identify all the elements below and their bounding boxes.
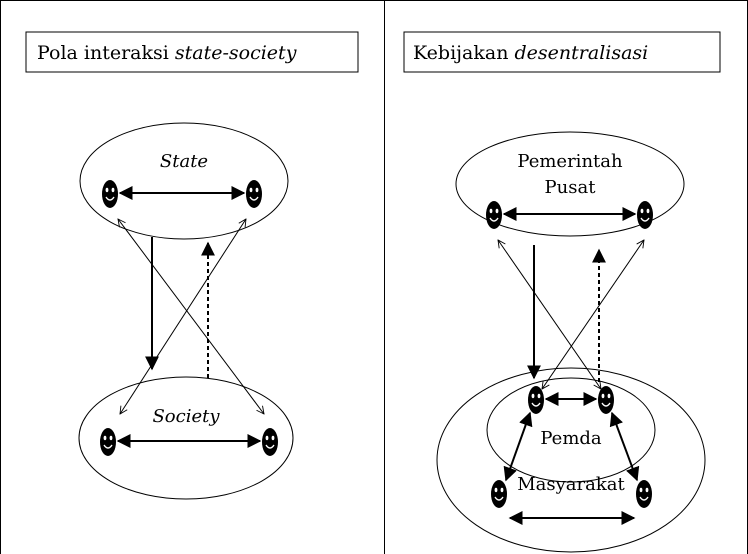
pemda-left-person-icon xyxy=(527,385,545,415)
pemda-society-left-arrow xyxy=(503,411,533,482)
society-outer-ellipse xyxy=(436,367,706,553)
state-left-person-icon xyxy=(101,179,119,209)
state-label: State xyxy=(160,151,208,172)
pemda-right-person-icon xyxy=(597,385,615,415)
panel-title-box: Pola interaksi state-society xyxy=(25,31,359,73)
society-label: Masyarakat xyxy=(517,474,625,495)
pemda-society-right-arrow xyxy=(609,411,640,482)
society-left-person-icon xyxy=(490,479,508,509)
panel-state-society: Pola interaksi state-society State Socie… xyxy=(25,31,359,500)
local-government-label: Pemda xyxy=(540,428,602,449)
panel-title: Kebijakan desentralisasi xyxy=(413,42,648,64)
cross-arrow-1 xyxy=(118,219,264,414)
central-government-label-line1: Pemerintah xyxy=(517,151,623,172)
central-left-person-icon xyxy=(485,200,503,230)
society-right-person-icon xyxy=(635,479,653,509)
central-government-label-line2: Pusat xyxy=(545,177,597,198)
central-right-person-icon xyxy=(636,200,654,230)
panel-title-box: Kebijakan desentralisasi xyxy=(403,31,721,73)
central-government-ellipse xyxy=(455,131,685,237)
society-label: Society xyxy=(152,406,220,427)
cross-arrow-2 xyxy=(542,240,644,389)
panel-decentralization: Kebijakan desentralisasi Pemerintah Pusa… xyxy=(403,31,721,553)
cross-arrow-1 xyxy=(498,240,601,389)
society-right-person-icon xyxy=(261,427,279,457)
cross-arrow-2 xyxy=(120,219,246,414)
society-left-person-icon xyxy=(99,427,117,457)
panel-title: Pola interaksi state-society xyxy=(37,42,297,64)
state-right-person-icon xyxy=(245,179,263,209)
